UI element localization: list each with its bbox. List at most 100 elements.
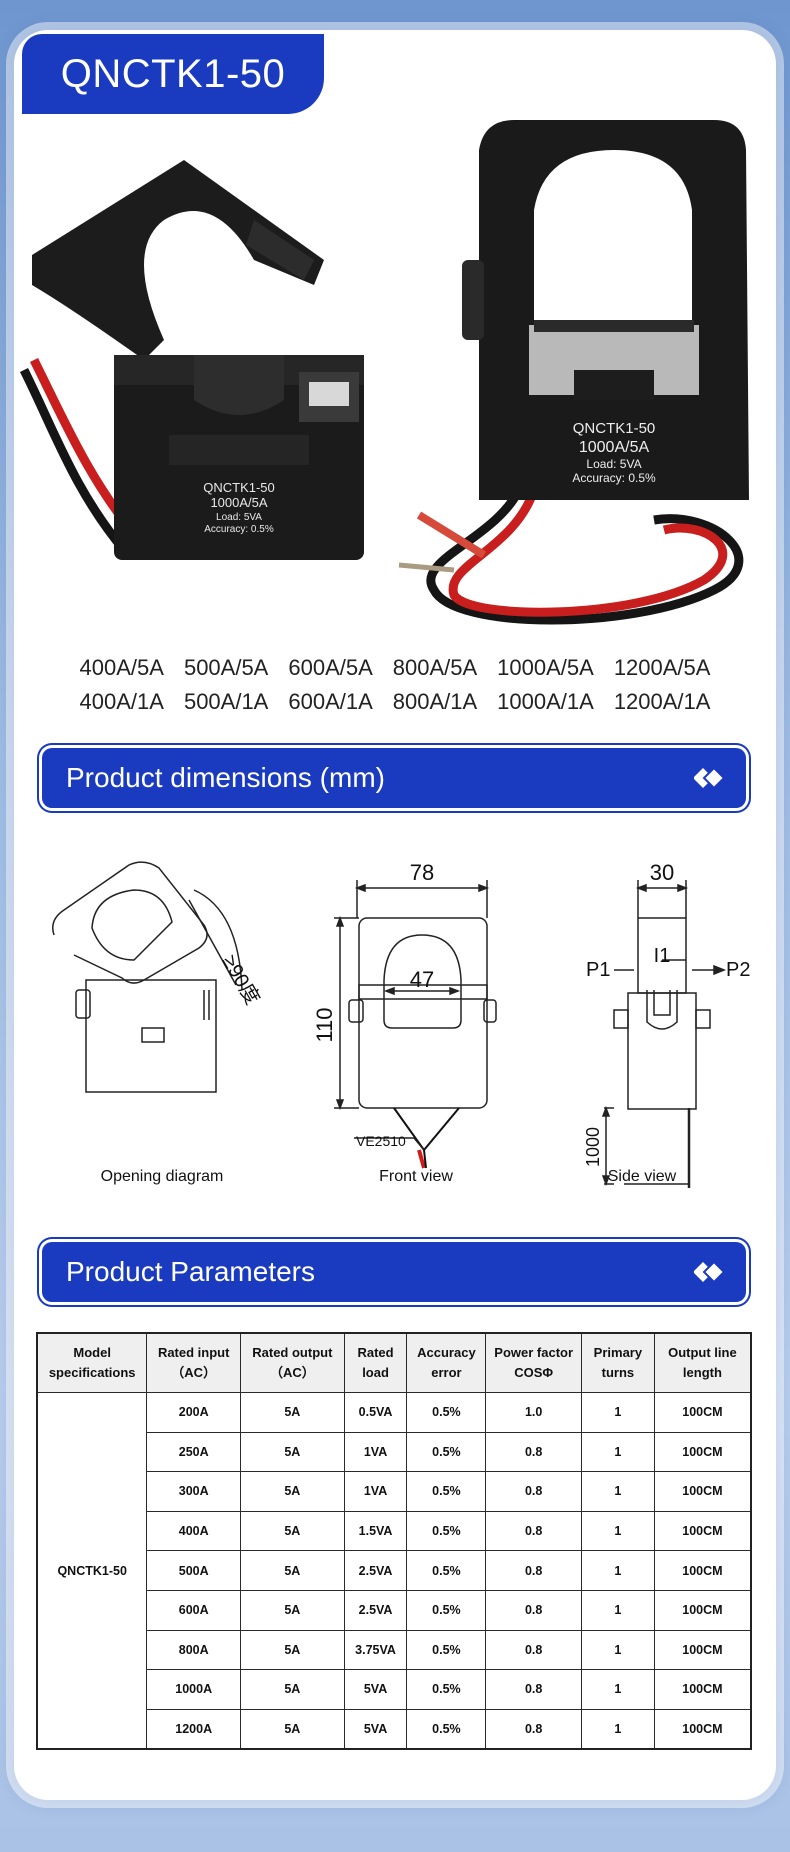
header-line: Power factor — [494, 1344, 574, 1360]
table-cell: 2.5VA — [343, 1550, 408, 1591]
table-header-cell: Output line length — [653, 1332, 752, 1393]
table-cell: 100CM — [653, 1669, 752, 1710]
table-cell: 0.8 — [485, 1550, 582, 1591]
table-cell: 0.8 — [485, 1510, 582, 1552]
header-line: COSΦ — [514, 1365, 554, 1380]
ratio-item: 600A/1A — [288, 689, 373, 714]
opening-diagram-caption: Opening diagram — [100, 1168, 224, 1185]
hole-label: 47 — [410, 967, 434, 992]
right-device-label-4: Accuracy: 0.5% — [572, 471, 656, 485]
table-cell: 5A — [240, 1471, 345, 1512]
header-line: Output line — [668, 1344, 737, 1360]
header-line: turns — [601, 1365, 635, 1380]
table-cell: 1VA — [343, 1431, 408, 1473]
table-cell: 0.8 — [485, 1708, 582, 1750]
i1-label: I1 — [654, 945, 671, 967]
parameters-header: Product Parameters — [42, 1242, 746, 1302]
table-cell: 1 — [580, 1471, 655, 1512]
header-line: Rated output — [252, 1344, 333, 1360]
table-cell: 1 — [580, 1510, 655, 1552]
diamond-icon — [694, 766, 724, 790]
table-cell: 100CM — [653, 1589, 752, 1631]
dimensions-header: Product dimensions (mm) — [42, 748, 746, 808]
table-cell: 0.5% — [406, 1392, 487, 1433]
model-title-text: QNCTK1-50 — [60, 51, 286, 96]
left-device-label-1: QNCTK1-50 — [203, 480, 275, 495]
ratio-row-1a: 400A/1A 500A/1A 600A/1A 800A/1A 1000A/1A… — [14, 689, 776, 715]
header-line: Accuracy — [417, 1344, 476, 1360]
ratio-list: 400A/5A 500A/5A 600A/5A 800A/5A 1000A/5A… — [14, 655, 776, 723]
header-line: Primary — [593, 1344, 643, 1360]
diamond-icon — [694, 1260, 724, 1284]
table-cell: 250A — [146, 1431, 242, 1473]
table-cell: 100CM — [653, 1629, 752, 1671]
header-line: Rated — [357, 1344, 394, 1360]
table-header-cell: Primary turns — [580, 1332, 655, 1393]
header-line: （AC） — [171, 1365, 217, 1380]
table-cell: 1 — [580, 1669, 655, 1710]
table-cell: 0.5% — [406, 1669, 487, 1710]
ratio-item: 500A/1A — [183, 689, 269, 714]
table-cell: 100CM — [653, 1392, 752, 1433]
table-cell: 5A — [240, 1589, 345, 1631]
model-title: QNCTK1-50 — [22, 34, 324, 114]
header-line: Rated input — [157, 1344, 230, 1360]
ratio-item: 500A/5A — [183, 655, 269, 680]
table-header-cell: Rated output （AC） — [240, 1332, 345, 1393]
ratio-row-5a: 400A/5A 500A/5A 600A/5A 800A/5A 1000A/5A… — [14, 655, 776, 681]
depth-label: 30 — [650, 860, 674, 885]
table-cell: 0.5% — [406, 1550, 487, 1591]
table-cell: 0.5% — [406, 1471, 487, 1512]
table-cell: 0.8 — [485, 1589, 582, 1631]
table-cell: 2.5VA — [343, 1589, 408, 1631]
width-label: 78 — [410, 860, 434, 885]
table-cell: 200A — [146, 1392, 242, 1433]
table-cell: 1 — [580, 1431, 655, 1473]
table-cell: 0.5% — [406, 1431, 487, 1473]
p1-label: P1 — [586, 959, 610, 981]
height-label: 110 — [312, 1007, 337, 1042]
product-photo: QNCTK1-50 1000A/5A Load: 5VA Accuracy: 0… — [19, 120, 749, 625]
header-line: load — [362, 1365, 389, 1380]
table-cell: 0.8 — [485, 1431, 582, 1473]
table-cell: 300A — [146, 1471, 242, 1512]
ratio-item: 800A/1A — [392, 689, 478, 714]
header-line: （AC） — [269, 1365, 315, 1380]
table-cell: 600A — [146, 1589, 242, 1631]
right-device-label-3: Load: 5VA — [586, 457, 641, 471]
table-cell: 0.5% — [406, 1629, 487, 1671]
parameters-title: Product Parameters — [66, 1256, 315, 1287]
table-cell: 1 — [580, 1708, 655, 1750]
left-device-label-4: Accuracy: 0.5% — [204, 524, 274, 535]
table-cell: 0.8 — [485, 1629, 582, 1671]
right-device-label-2: 1000A/5A — [579, 439, 650, 456]
table-cell: 5A — [240, 1431, 345, 1473]
table-cell: 0.5VA — [343, 1392, 408, 1433]
product-card: QNCTK1-50 QNCTK1-50 1000A/5A Load: 5VA A… — [14, 30, 776, 1800]
table-cell: 100CM — [653, 1510, 752, 1552]
table-cell: 5A — [240, 1629, 345, 1671]
table-cell: 0.8 — [485, 1669, 582, 1710]
dimension-drawings: ≥90度 78 47 110 VE2510 30 P1 I1 P2 1000 — [52, 860, 750, 1188]
table-cell: 0.5% — [406, 1708, 487, 1750]
ratio-item: 400A/1A — [79, 689, 164, 714]
ratio-item: 600A/5A — [288, 655, 373, 680]
table-cell: 5VA — [343, 1669, 408, 1710]
header-line: length — [682, 1365, 722, 1380]
table-cell: 5A — [240, 1510, 345, 1552]
table-cell: 1200A — [146, 1708, 242, 1750]
table-cell: 800A — [146, 1629, 242, 1671]
table-cell: 500A — [146, 1550, 242, 1591]
table-cell: 0.5% — [406, 1510, 487, 1552]
header-line: Model — [73, 1344, 111, 1360]
front-view-caption: Front view — [379, 1168, 453, 1185]
ratio-item: 1200A/5A — [613, 655, 711, 680]
table-cell: 100CM — [653, 1708, 752, 1750]
